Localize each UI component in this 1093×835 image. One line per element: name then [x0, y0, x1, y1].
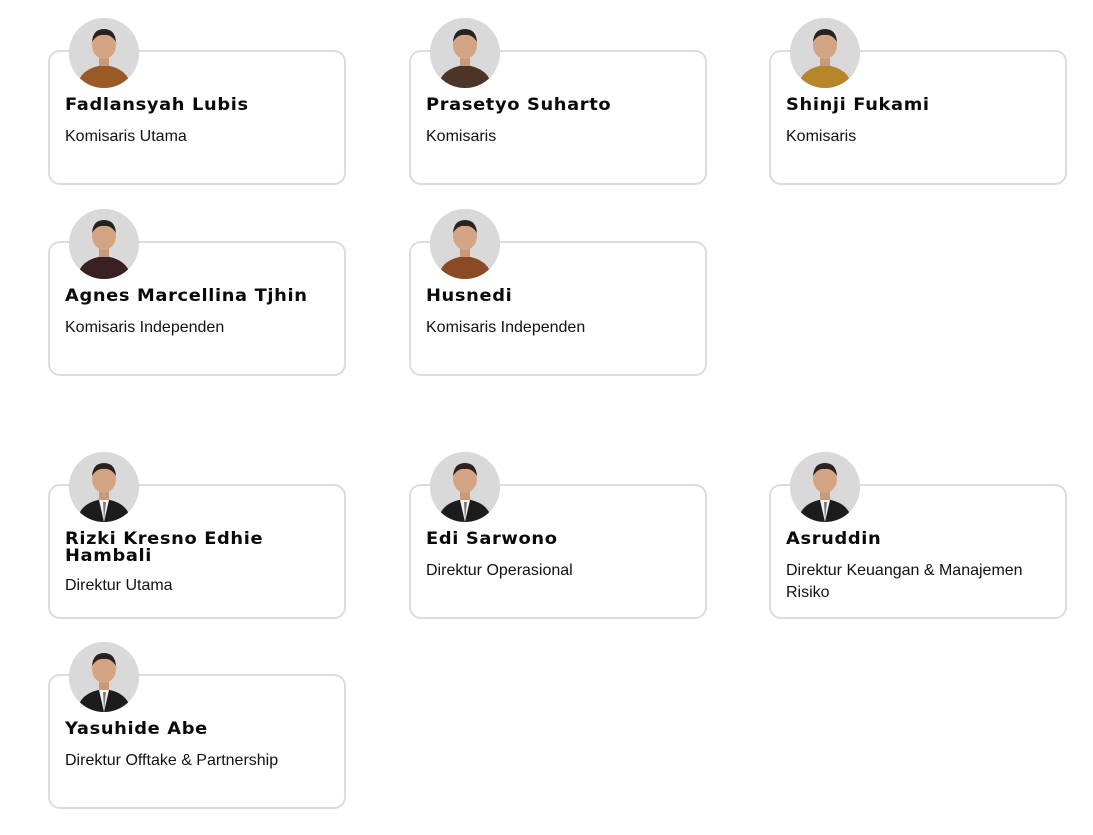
profile-card[interactable]: Fadlansyah Lubis Komisaris Utama: [48, 18, 346, 185]
portrait-photo: [69, 209, 139, 279]
member-name: Husnedi: [426, 286, 513, 305]
member-name: Yasuhide Abe: [65, 719, 208, 738]
profile-card[interactable]: Edi Sarwono Direktur Operasional: [409, 452, 707, 619]
profile-card[interactable]: Asruddin Direktur Keuangan & Manajemen R…: [769, 452, 1067, 619]
portrait-photo: [430, 452, 500, 522]
portrait-photo: [430, 18, 500, 88]
member-role: Direktur Operasional: [426, 562, 573, 579]
member-name: Shinji Fukami: [786, 95, 930, 114]
profile-card[interactable]: Shinji Fukami Komisaris: [769, 18, 1067, 185]
member-role: Komisaris Independen: [65, 319, 225, 336]
profile-card[interactable]: Prasetyo Suharto Komisaris: [409, 18, 707, 185]
member-role: Direktur Offtake & Partnership: [65, 752, 279, 769]
member-name: Agnes Marcellina Tjhin: [65, 286, 308, 305]
member-name: Prasetyo Suharto: [426, 95, 612, 114]
profile-card[interactable]: Yasuhide Abe Direktur Offtake & Partners…: [48, 642, 346, 809]
member-role: Direktur Keuangan & Manajemen Risiko: [786, 562, 1023, 601]
member-role: Komisaris Independen: [426, 319, 586, 336]
member-role: Komisaris: [786, 128, 857, 145]
member-name: Asruddin: [786, 529, 882, 548]
member-role: Direktur Utama: [65, 577, 173, 594]
profile-card[interactable]: Husnedi Komisaris Independen: [409, 209, 707, 376]
portrait-photo: [69, 452, 139, 522]
profile-card[interactable]: Rizki Kresno Edhie Hambali Direktur Utam…: [48, 452, 346, 619]
profile-card[interactable]: Agnes Marcellina Tjhin Komisaris Indepen…: [48, 209, 346, 376]
portrait-photo: [790, 452, 860, 522]
member-name: Fadlansyah Lubis: [65, 95, 249, 114]
member-role: Komisaris Utama: [65, 128, 187, 145]
portrait-photo: [790, 18, 860, 88]
member-role: Komisaris: [426, 128, 497, 145]
portrait-photo: [69, 18, 139, 88]
member-name: Rizki Kresno Edhie Hambali: [65, 529, 264, 565]
member-name: Edi Sarwono: [426, 529, 558, 548]
portrait-photo: [69, 642, 139, 712]
portrait-photo: [430, 209, 500, 279]
